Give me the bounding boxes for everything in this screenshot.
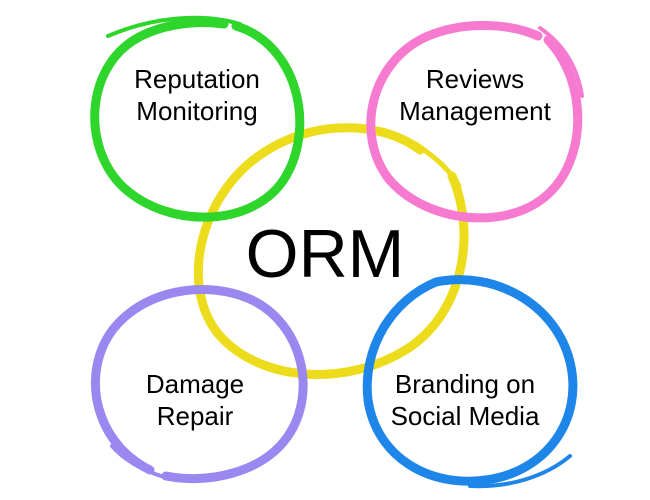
branding-ring-stroke-main — [362, 275, 578, 486]
branding-social-media-line-1: Branding on — [394, 369, 536, 399]
reviews-management-label: Reviews Management — [380, 64, 570, 127]
reviews-ring-stroke-main — [366, 20, 583, 223]
damage-repair-line-2: Repair — [156, 400, 234, 431]
reputation-ring-stroke-tail — [106, 15, 242, 38]
branding-social-media-label: Branding on Social Media — [372, 369, 558, 432]
reviews-ring-stroke-tail — [538, 26, 584, 98]
orm-center-label: ORM — [230, 220, 420, 288]
damage-ring-stroke-main — [91, 284, 308, 483]
damage-ring — [91, 284, 308, 483]
reviews-ring — [366, 20, 584, 223]
reviews-management-line-2: Management — [399, 95, 551, 126]
reputation-ring — [90, 15, 305, 222]
damage-ring-stroke-tail — [110, 444, 178, 482]
damage-repair-label: Damage Repair — [110, 369, 280, 432]
reputation-monitoring-line-2: Monitoring — [136, 95, 258, 126]
reputation-monitoring-label: Reputation Monitoring — [112, 64, 282, 127]
branding-ring — [362, 275, 578, 489]
branding-ring-stroke-tail — [468, 454, 572, 489]
center-ring-stroke-tail — [413, 141, 462, 189]
branding-social-media-line-2: Social Media — [390, 400, 540, 431]
damage-repair-line-1: Damage — [145, 369, 245, 399]
reputation-monitoring-line-1: Reputation — [134, 64, 260, 94]
reviews-management-line-1: Reviews — [425, 64, 525, 94]
reputation-ring-stroke-main — [90, 18, 305, 222]
orm-title: ORM — [245, 216, 405, 292]
